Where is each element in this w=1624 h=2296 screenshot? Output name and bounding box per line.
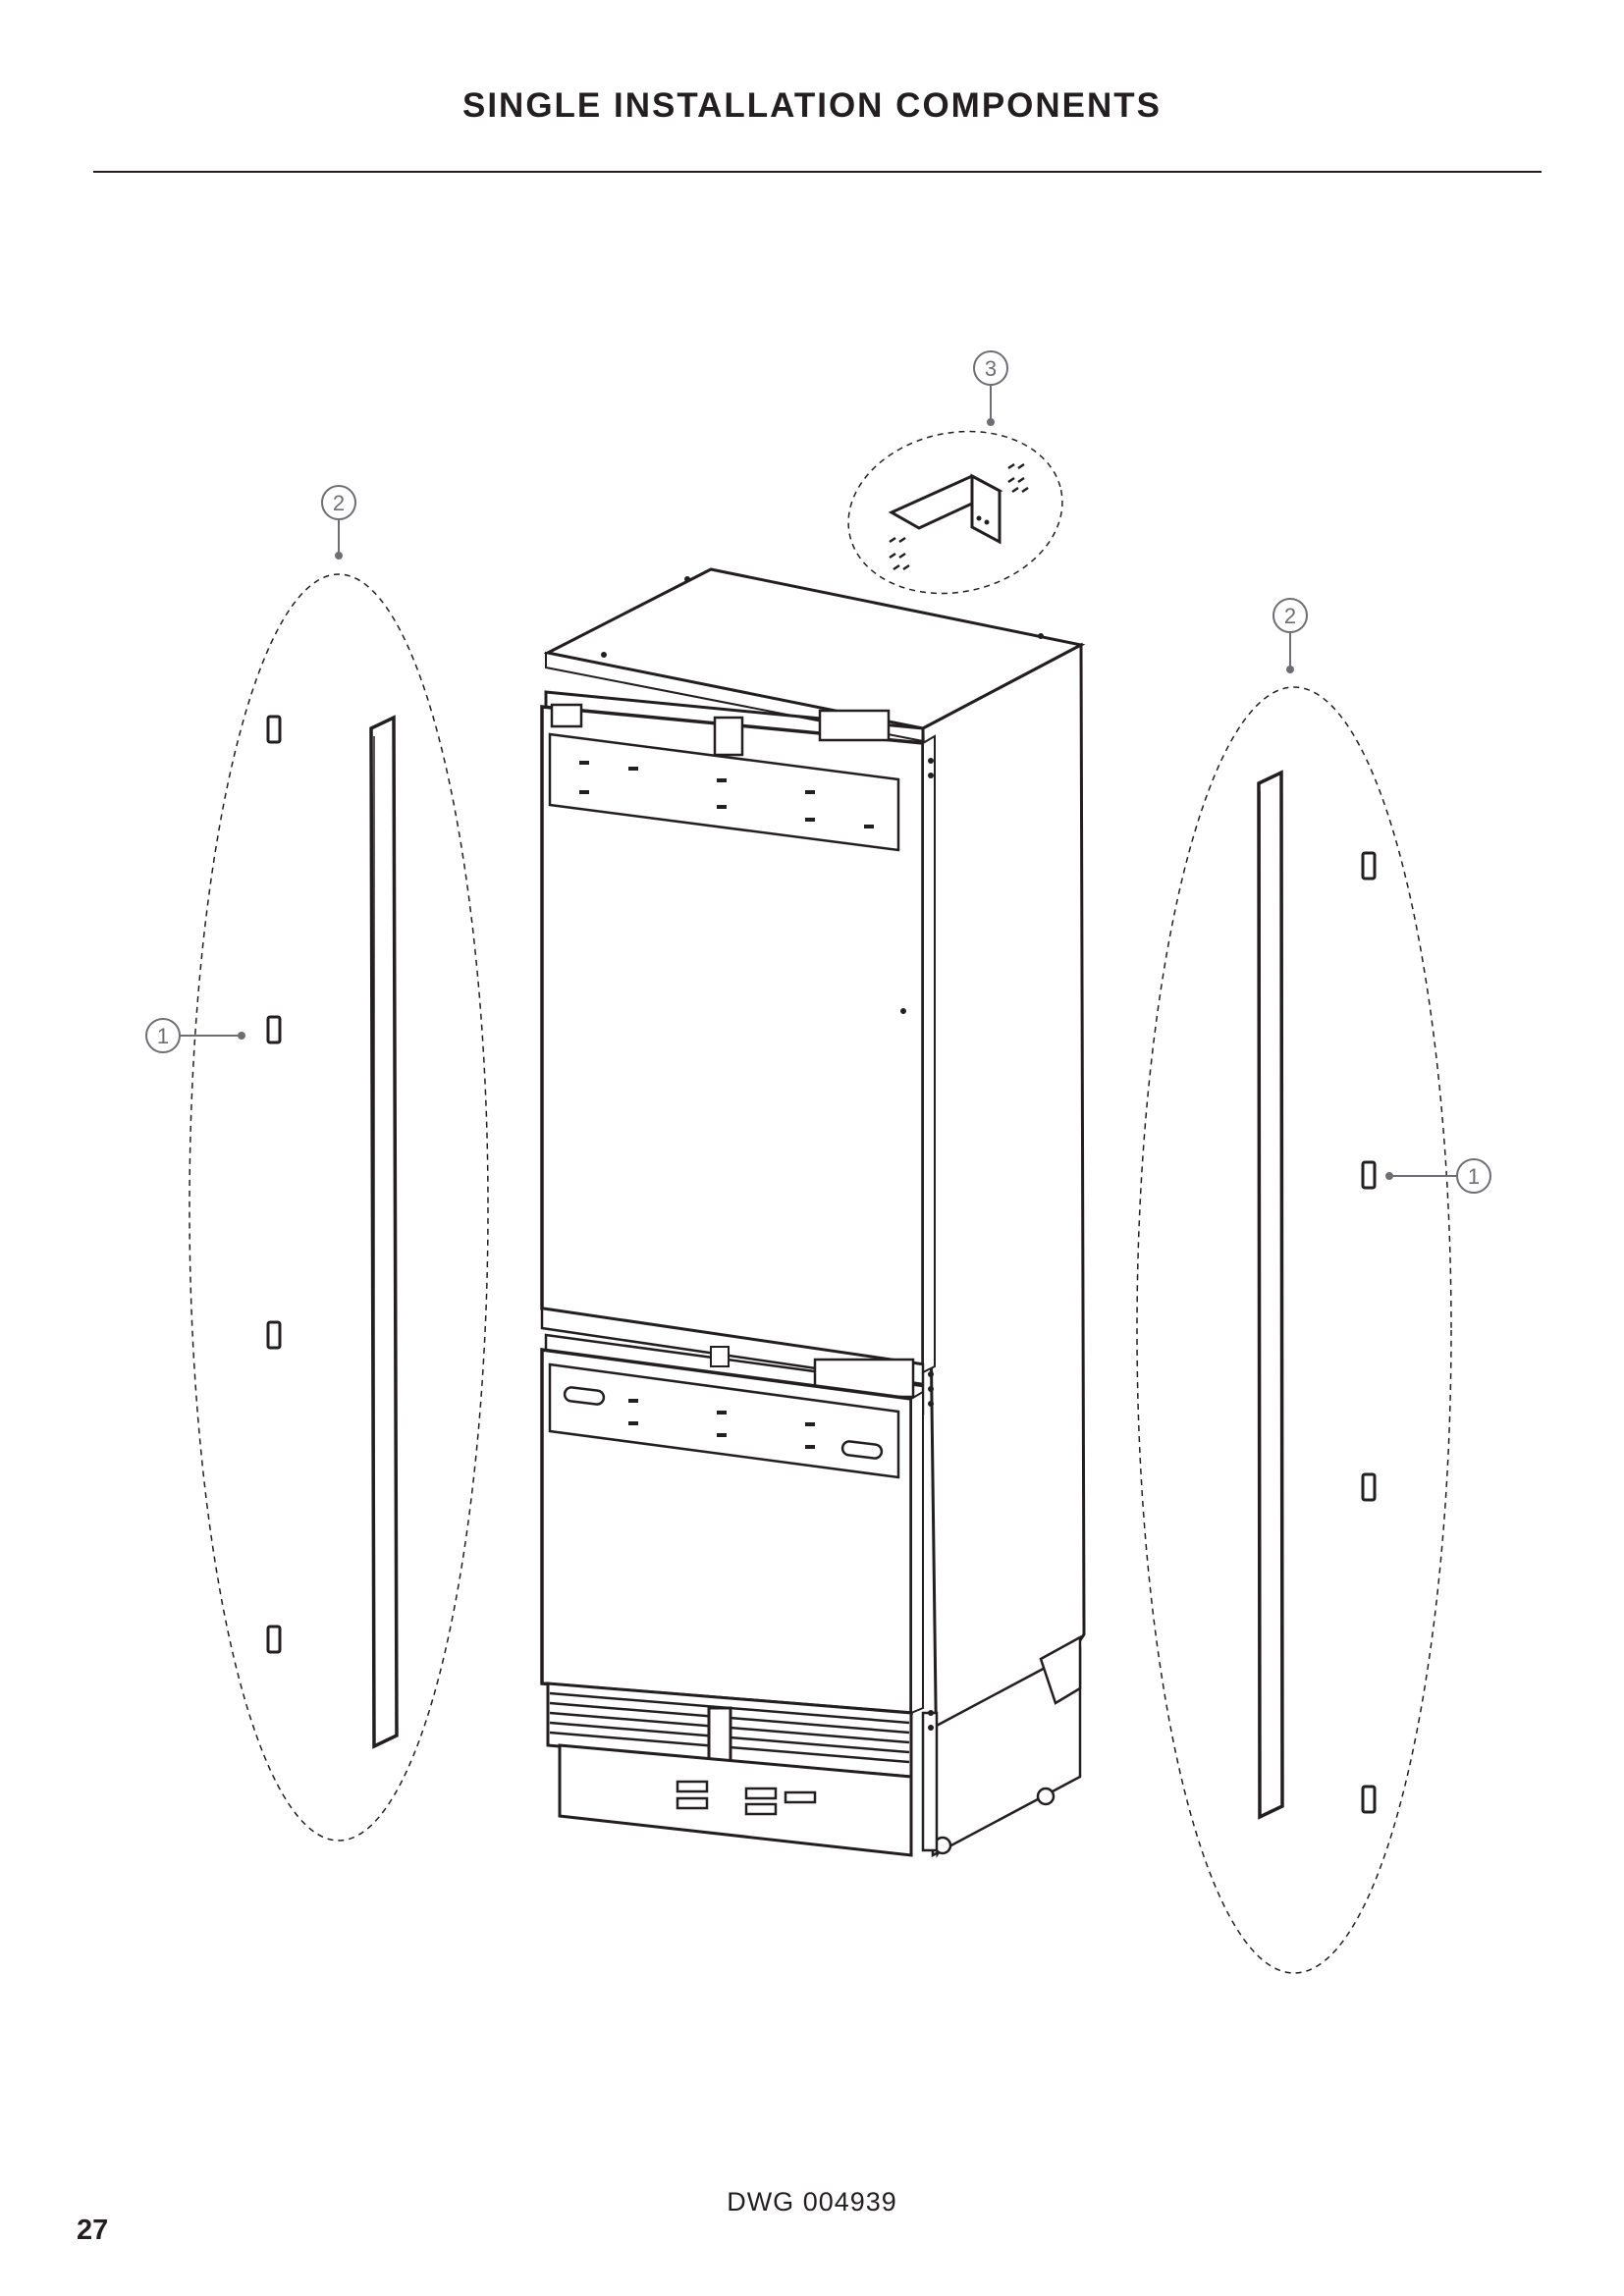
left-component-group: 2 1 (145, 485, 489, 1842)
right-component-group: 2 1 (1136, 598, 1491, 1974)
bracket-component-group: 3 (847, 350, 1063, 595)
title-divider (93, 171, 1542, 173)
right-trim-strip (1257, 770, 1284, 1820)
bracket-group-outline (847, 430, 1063, 595)
left-trim-strip (369, 715, 399, 1749)
callout-1-left: 1 (157, 1024, 169, 1048)
callout-2-right: 2 (1284, 604, 1296, 628)
callout-3: 3 (985, 356, 997, 381)
right-group-outline (1136, 686, 1452, 1974)
right-clip (1361, 1472, 1377, 1502)
right-clip (1361, 851, 1377, 881)
left-clip (266, 1320, 282, 1350)
left-clip (266, 1625, 282, 1654)
drawing-number: DWG 004939 (727, 2187, 897, 2216)
fridge-base (558, 1743, 913, 1857)
page-title: SINGLE INSTALLATION COMPONENTS (461, 86, 1163, 125)
page-number: 27 (77, 2215, 109, 2246)
bracket-screws (889, 462, 1029, 571)
callout-2-left: 2 (333, 491, 345, 515)
left-clip (266, 715, 282, 744)
lower-mount-plate (548, 1362, 900, 1479)
left-clip (266, 1015, 282, 1044)
callout-1-right: 1 (1468, 1164, 1480, 1189)
right-clip (1361, 1160, 1377, 1190)
right-clip (1361, 1785, 1377, 1814)
left-group-outline (189, 573, 489, 1842)
fridge-side (921, 642, 1086, 1858)
refrigerator-unit (540, 567, 1086, 1858)
